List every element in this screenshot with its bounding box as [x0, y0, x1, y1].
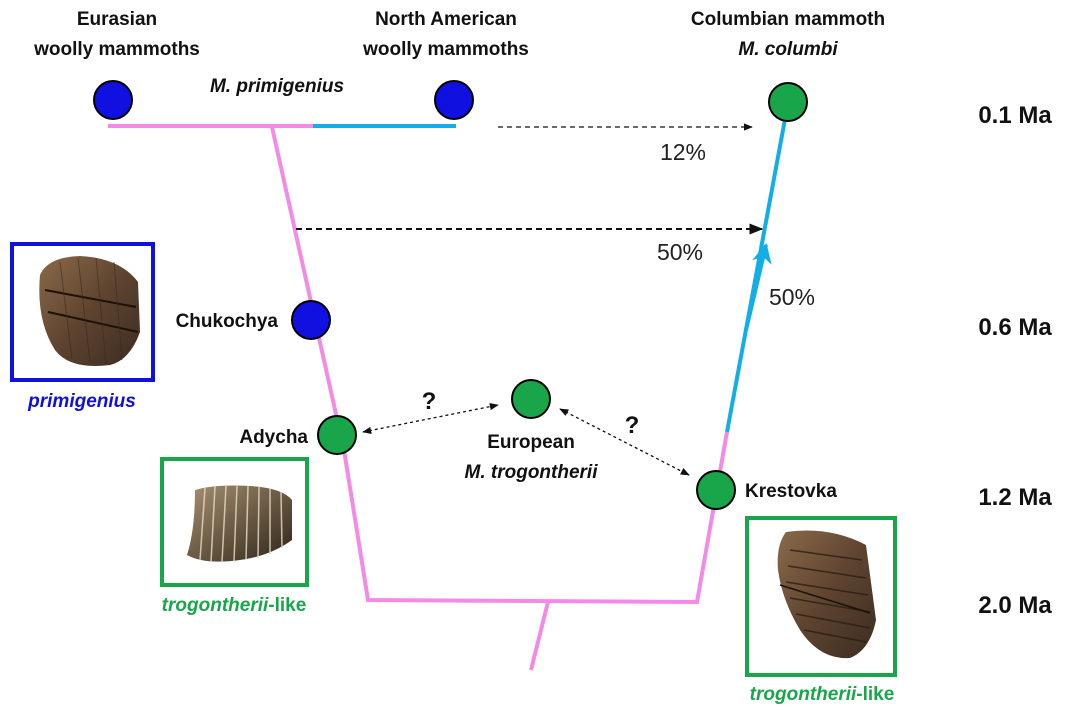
label-trogontherii-left-suffix: -like [268, 595, 306, 616]
branch-root [531, 602, 548, 670]
gene-flow-middle-percent: 50% [657, 239, 703, 265]
label-eurasian-2: woolly mammoths [33, 39, 200, 60]
label-trogontherii-right-italic: trogontherii [750, 684, 857, 705]
time-label-0-1: 0.1 Ma [978, 102, 1052, 129]
tooth-panel-trogontherii-right: trogontherii-like [747, 518, 895, 705]
label-krestovka: Krestovka [745, 481, 837, 502]
node-columbian [769, 83, 807, 121]
label-primigenius-species: M. primigenius [210, 76, 344, 97]
branch-columbian [727, 103, 788, 432]
label-adycha: Adycha [239, 427, 308, 448]
uncertain-right-label: ? [625, 412, 640, 439]
label-m-trogontherii: M. trogontherii [465, 462, 599, 483]
gene-flow-arrows [296, 127, 762, 475]
time-label-2-0: 2.0 Ma [978, 592, 1052, 619]
label-north-american-2: woolly mammoths [362, 39, 529, 60]
label-trogontherii-like-right: trogontherii-like [750, 684, 895, 705]
label-trogontherii-left-italic: trogontherii [162, 595, 269, 616]
time-label-0-6: 0.6 Ma [978, 314, 1052, 341]
uncertain-left-label: ? [422, 388, 437, 415]
tooth-panel-trogontherii-left: trogontherii-like [162, 459, 307, 616]
label-trogontherii-right-suffix: -like [856, 684, 894, 705]
label-primigenius-panel: primigenius [27, 391, 136, 412]
label-columbian-name: Columbian mammoth [691, 9, 885, 30]
label-chukochya: Chukochya [176, 311, 279, 332]
node-chukochya [292, 301, 330, 339]
label-trogontherii-like-left: trogontherii-like [162, 595, 307, 616]
node-north-american-woolly [435, 81, 473, 119]
gene-flow-branch-percent: 50% [769, 284, 815, 310]
gene-flow-branch-arrow [746, 245, 766, 330]
gene-flow-top-percent: 12% [660, 139, 706, 165]
node-adycha [318, 416, 356, 454]
label-european: European [487, 432, 575, 453]
tooth-panel-primigenius: primigenius [12, 244, 153, 412]
node-european-trogontherii [512, 380, 550, 418]
time-label-1-2: 1.2 Ma [978, 484, 1052, 511]
label-eurasian-1: Eurasian [77, 9, 157, 30]
node-eurasian-woolly [94, 81, 132, 119]
branch-basal [344, 432, 727, 602]
node-krestovka [697, 471, 735, 509]
label-columbian-species: M. columbi [738, 39, 838, 60]
label-north-american-1: North American [375, 9, 517, 30]
branch-woolly-stem [272, 127, 344, 450]
